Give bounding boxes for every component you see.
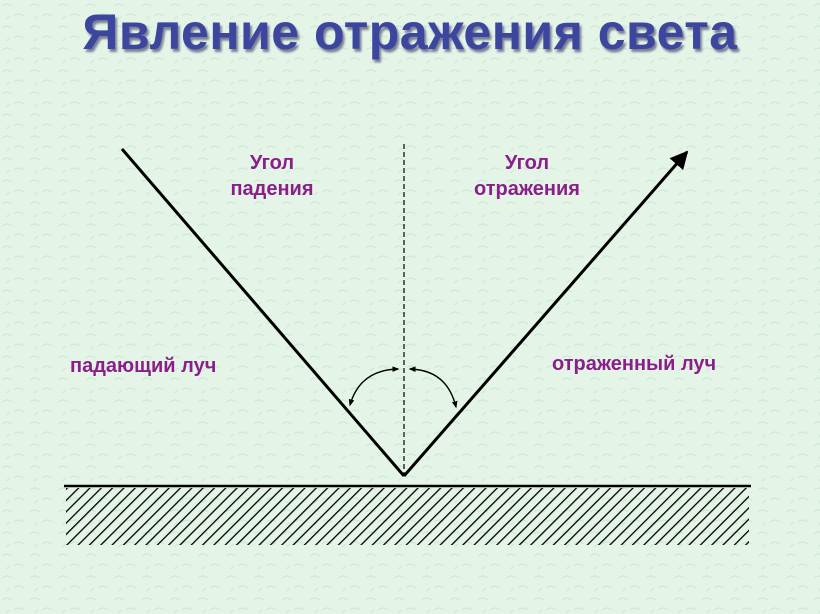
mirror-hatching — [66, 488, 749, 545]
slide-title: Явление отражения света — [82, 4, 738, 60]
angle-incidence-label-line1: Угол — [249, 152, 295, 174]
angle-incidence-arc — [348, 366, 400, 407]
angle-reflection-label-line1: Угол — [504, 152, 550, 174]
angle-reflection-arc — [408, 366, 458, 409]
reflected-ray-label: отраженный луч — [552, 353, 717, 375]
reflected-ray-line — [402, 150, 689, 477]
angle-incidence-label: Угол падения — [212, 150, 332, 202]
incident-ray-label: падающий луч — [70, 355, 217, 377]
angle-reflection-label-line2: отражения — [474, 178, 580, 200]
angle-reflection-label: Угол отражения — [452, 150, 602, 202]
incident-ray-line — [120, 148, 406, 477]
angle-incidence-label-line2: падения — [230, 178, 314, 200]
